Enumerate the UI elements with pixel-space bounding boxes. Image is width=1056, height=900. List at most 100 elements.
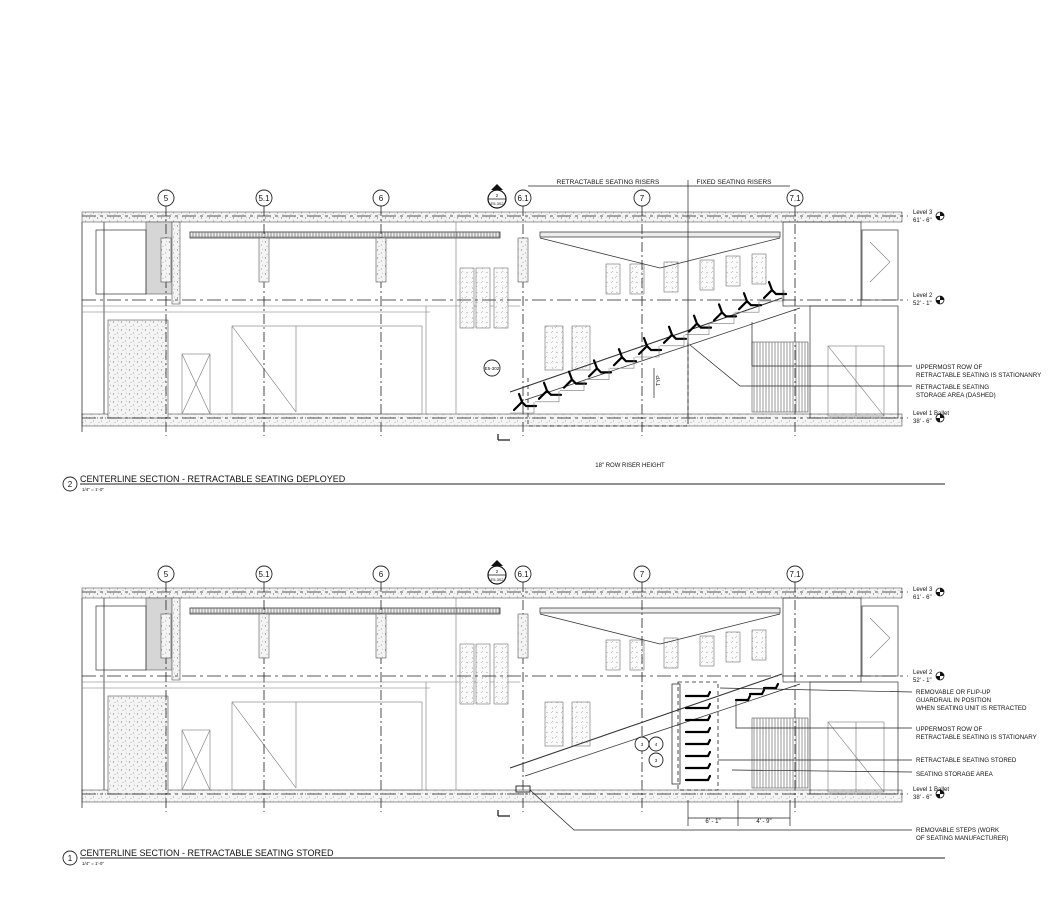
lower-panel xyxy=(544,325,564,371)
level3-marker xyxy=(935,211,945,221)
acoustic-panel xyxy=(663,637,679,669)
storage-dashed xyxy=(527,340,689,427)
grid-label-5.1: 5.1 xyxy=(258,194,270,203)
acoustic-panel xyxy=(459,267,475,329)
level3-name: Level 3 xyxy=(913,210,933,216)
rake-line xyxy=(509,673,783,769)
column-5.1 xyxy=(258,613,270,659)
seat-row xyxy=(535,381,563,403)
fixed-seat-base xyxy=(751,717,809,789)
detail-bubble xyxy=(483,359,501,377)
acoustic-panel xyxy=(459,643,475,705)
column-5.1 xyxy=(258,237,270,283)
callout-steps-l2: OF SEATING MANUFACTURER) xyxy=(916,835,1008,842)
section-ref-arrow xyxy=(491,184,503,190)
detail-bubble-text: E5-302 xyxy=(485,366,500,371)
acoustic-panel xyxy=(751,253,767,285)
rake-line-lower xyxy=(524,683,801,777)
seat-mark xyxy=(612,348,638,367)
grid-label-7.1: 7.1 xyxy=(789,570,801,579)
riser-step xyxy=(760,290,785,302)
grid-bubble-7.1 xyxy=(786,189,804,207)
floor-slab xyxy=(81,413,903,427)
leader-steps xyxy=(529,789,912,831)
level1-name: Level 1 Ballet xyxy=(913,411,949,417)
acoustic-panel xyxy=(663,261,679,293)
right-upper-box xyxy=(861,605,899,677)
level2-name: Level 2 xyxy=(913,293,933,299)
level3-marker-fill xyxy=(936,588,944,596)
grid-label-5: 5 xyxy=(164,194,169,203)
grid-bubble-5.1 xyxy=(255,189,273,207)
grid-label-5: 5 xyxy=(164,570,169,579)
grid-label-7: 7 xyxy=(640,570,645,579)
lower-panel xyxy=(571,325,591,371)
acoustic-panel xyxy=(629,639,645,671)
seat-row xyxy=(660,325,688,347)
lower-panel xyxy=(571,701,591,747)
fixed-seat-base xyxy=(751,341,809,413)
seat-row xyxy=(735,292,763,313)
grid-bubble-5 xyxy=(157,565,175,583)
level2-elev: 52' - 1" xyxy=(913,301,932,307)
column-5 xyxy=(160,613,172,659)
acoustic-panel xyxy=(493,267,509,329)
leader-uppermost xyxy=(751,322,912,367)
callout-storage-area: SEATING STORAGE AREA xyxy=(916,771,994,778)
callout-uppermost-row-l2: RETRACTABLE SEATING IS STATIONANRY xyxy=(916,372,1041,379)
callout-storage-area-l1: RETRACTABLE SEATING xyxy=(916,384,989,391)
left-room xyxy=(95,229,147,295)
beam-band-hatch xyxy=(189,231,501,238)
leader-storage-area xyxy=(731,769,913,773)
acoustic-panel xyxy=(605,639,621,671)
grid-label-6: 6 xyxy=(379,570,384,579)
level1-elev-b: 38' - 6" xyxy=(913,795,932,801)
acoustic-panel xyxy=(751,629,767,661)
top-title-block: 2 CENTERLINE SECTION - RETRACTABLE SEATI… xyxy=(62,474,945,492)
grid-label-7.1: 7.1 xyxy=(789,194,801,203)
title-bottom: CENTERLINE SECTION - RETRACTABLE SEATING… xyxy=(80,848,334,858)
level2-marker-fill xyxy=(936,672,944,680)
riser-step xyxy=(735,301,760,313)
top-level-markers: Level 3 61' - 6" Level 2 52' - 1" Level … xyxy=(913,210,949,425)
detail-bubble-detail_top-text: 3 xyxy=(655,758,658,763)
scale-bottom: 1/4" = 1'-0" xyxy=(82,861,104,866)
upper-fixed-seat xyxy=(748,688,766,696)
ceiling-line xyxy=(539,613,781,645)
scale-top: 1/4" = 1'-0" xyxy=(82,487,104,492)
seat-mark xyxy=(762,280,788,300)
bottom-dimensions: 6' - 1" 4' - 9" xyxy=(687,800,791,826)
section-ref-arrow xyxy=(491,560,503,566)
stored-stack-outline xyxy=(677,681,719,791)
ceiling-line xyxy=(539,237,781,269)
label-retractable-risers: RETRACTABLE SEATING RISERS xyxy=(557,179,660,186)
grid-bubble-7 xyxy=(633,565,651,583)
roof-slab xyxy=(81,211,903,223)
level3-marker-fill xyxy=(936,212,944,220)
grid-bubble-5 xyxy=(157,189,175,207)
riser-step xyxy=(535,390,560,403)
grid-bubble-6.1 xyxy=(514,565,532,583)
detail-bubble-detail_top-text: 3 xyxy=(641,742,644,747)
grid-bubble-6 xyxy=(372,189,390,207)
section-ref-number: 2 xyxy=(496,193,499,198)
beam-band-right xyxy=(539,231,781,238)
seat-mark xyxy=(737,292,763,311)
stored-seat xyxy=(684,690,712,698)
stored-seat xyxy=(684,774,712,782)
level1-name-b: Level 1 Ballet xyxy=(913,787,949,793)
stored-seat xyxy=(684,726,712,734)
label-fixed-risers: FIXED SEATING RISERS xyxy=(696,179,772,186)
acoustic-panel xyxy=(629,263,645,295)
small-door-x2 xyxy=(181,729,211,791)
level3-elev: 61' - 6" xyxy=(913,218,932,224)
grid-label-6.1: 6.1 xyxy=(517,194,529,203)
grid-label-6.1: 6.1 xyxy=(517,570,529,579)
acoustic-panel xyxy=(699,259,715,291)
right-upper-box xyxy=(861,229,899,301)
top-span-labels: RETRACTABLE SEATING RISERS FIXED SEATING… xyxy=(528,179,790,420)
level1-marker xyxy=(935,789,945,799)
